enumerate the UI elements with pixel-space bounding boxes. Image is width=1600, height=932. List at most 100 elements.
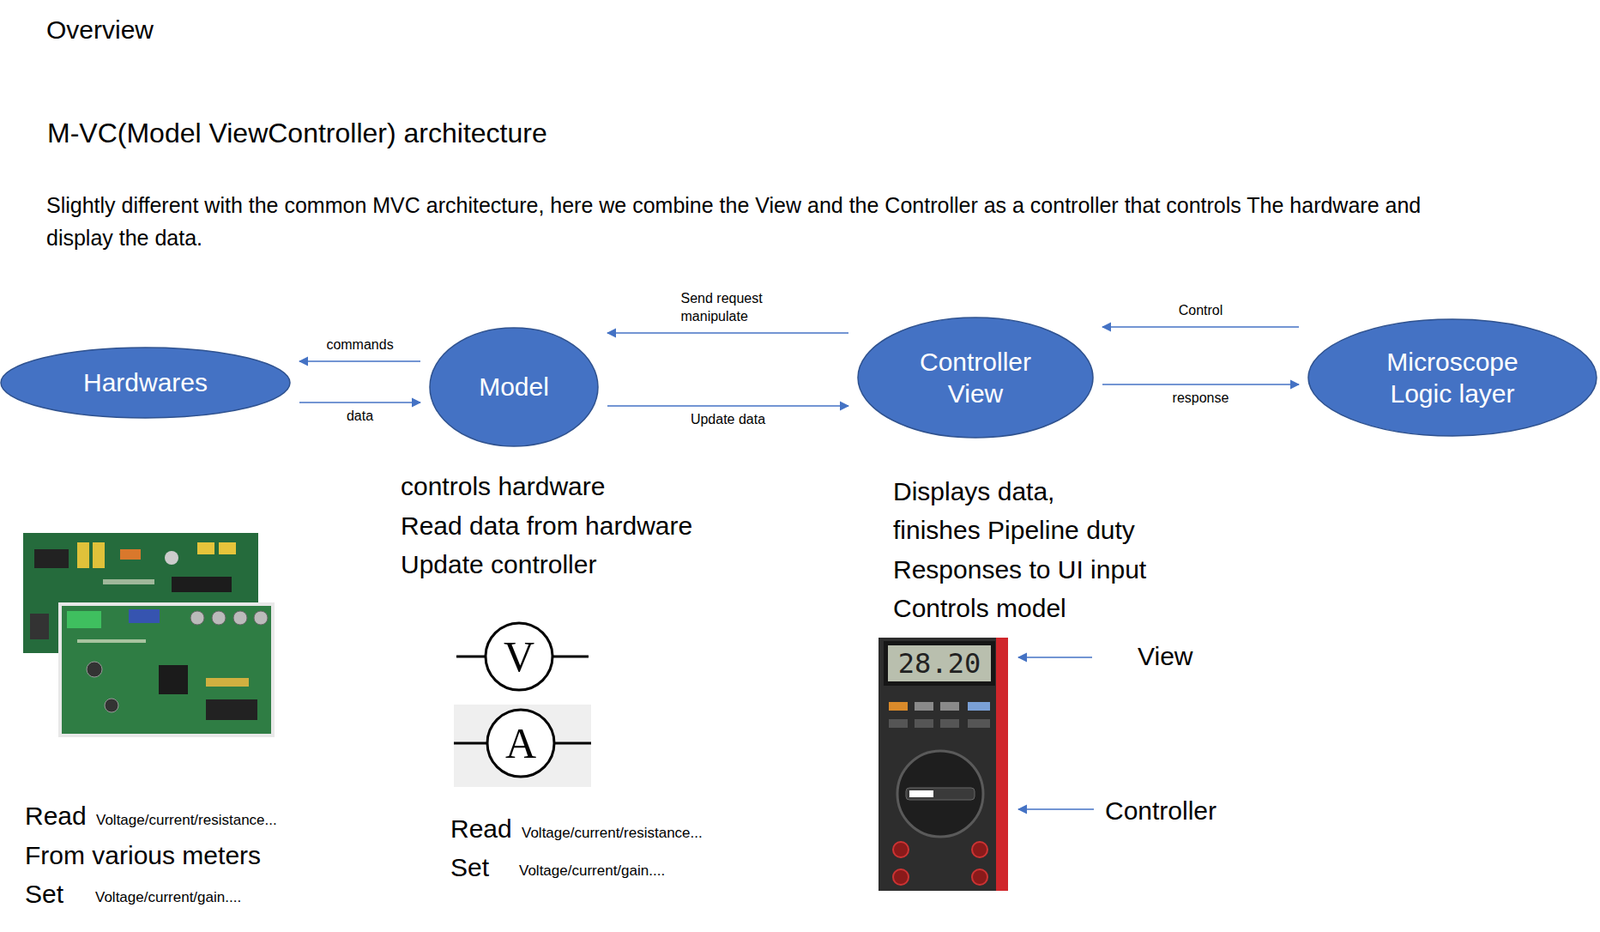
component xyxy=(205,677,249,687)
ellipse-shape xyxy=(429,327,598,447)
input-jack xyxy=(893,841,909,858)
ellipse-shape xyxy=(1308,319,1597,436)
button xyxy=(914,701,934,711)
controller-duty: finishes Pipeline duty xyxy=(893,514,1136,546)
node-label: Microscope Logic layer xyxy=(1373,345,1533,411)
meter-holster xyxy=(996,637,1009,891)
meter-circle xyxy=(487,709,555,777)
leader-arrow xyxy=(1018,808,1094,810)
controller-duty: Responses to UI input xyxy=(893,554,1147,586)
note: Read xyxy=(450,813,513,845)
part-name: View xyxy=(1137,640,1193,672)
chip xyxy=(171,576,232,592)
bnc-connector xyxy=(211,610,226,625)
meter-body xyxy=(878,637,1009,891)
connector-arrow xyxy=(1102,326,1299,327)
component xyxy=(120,549,141,560)
ellipse-outline xyxy=(857,316,1094,439)
subtitle: M-VC(Model ViewController) architecture xyxy=(47,116,548,150)
model-duty: controls hardware xyxy=(400,470,605,502)
ammeter-symbol xyxy=(453,704,592,787)
lcd-display xyxy=(887,645,991,682)
ellipse-node: Microscope Logic layer xyxy=(1307,318,1598,437)
chip xyxy=(34,549,69,568)
connector-arrow xyxy=(607,404,849,406)
ammeter-letter: A xyxy=(505,717,537,769)
capacitor xyxy=(104,698,119,713)
wire xyxy=(453,742,488,745)
note: Read xyxy=(24,800,87,832)
component xyxy=(218,542,236,555)
bnc-connector xyxy=(190,610,205,625)
button xyxy=(940,718,960,728)
capacitor xyxy=(86,661,103,677)
node-label: Hardwares xyxy=(83,366,208,399)
chip xyxy=(30,613,49,640)
button xyxy=(914,718,934,728)
symbol-ground xyxy=(453,704,592,787)
component xyxy=(92,542,105,568)
chip xyxy=(205,699,258,720)
edge-label: response xyxy=(1172,389,1230,408)
connector-arrow xyxy=(1102,383,1299,385)
component xyxy=(197,542,215,555)
bnc-connector xyxy=(253,610,268,625)
input-jack xyxy=(893,869,909,885)
note-detail: Voltage/current/resistance... xyxy=(521,824,703,842)
ellipse-outline xyxy=(1307,318,1598,437)
page-title: Overview xyxy=(46,14,154,46)
controller-duty: Controls model xyxy=(893,592,1067,624)
multimeter xyxy=(878,637,1009,891)
wire xyxy=(456,655,486,659)
input-jack xyxy=(972,841,988,858)
note-detail: Voltage/current/gain.... xyxy=(519,862,665,880)
button xyxy=(967,701,991,711)
wire xyxy=(552,655,589,659)
voltmeter-letter: V xyxy=(503,630,535,683)
node-text: Model xyxy=(478,370,550,404)
description: Slightly different with the common MVC a… xyxy=(46,189,1428,254)
button xyxy=(940,701,960,711)
part-name: Controller xyxy=(1104,795,1217,827)
voltmeter-symbol xyxy=(456,622,589,690)
button xyxy=(888,718,908,728)
button xyxy=(888,701,908,711)
note: From various meters xyxy=(24,839,261,871)
capacitor xyxy=(164,550,179,565)
leader-arrow xyxy=(1018,656,1093,658)
edge-label: commands xyxy=(326,336,393,355)
note: Set xyxy=(24,878,64,910)
ellipse-shape xyxy=(0,347,290,418)
node-label: Model xyxy=(478,370,550,404)
edge-label: data xyxy=(346,407,374,426)
note-detail: Voltage/current/gain.... xyxy=(95,888,242,906)
trace xyxy=(102,579,155,585)
bnc-connector xyxy=(233,610,248,625)
node-text: Microscope Logic layer xyxy=(1373,345,1533,411)
lcd-reading: 28.20 xyxy=(898,646,981,680)
connector-arrow xyxy=(299,360,421,362)
lcd-bezel xyxy=(883,640,996,686)
trace xyxy=(77,639,146,643)
node-text: Controller View xyxy=(902,345,1049,411)
controller-duty: Displays data, xyxy=(893,476,1055,508)
ellipse-shape xyxy=(857,317,1093,438)
board-2-edge xyxy=(58,602,275,737)
connector-arrow xyxy=(299,401,421,403)
input-jack xyxy=(972,869,988,885)
node-text: Hardwares xyxy=(83,366,208,399)
node-label: Controller View xyxy=(902,345,1049,411)
rotary-dial xyxy=(897,750,984,837)
button xyxy=(967,718,991,728)
wire xyxy=(554,742,592,745)
board-2 xyxy=(61,605,272,734)
edge-label: Send request manipulate xyxy=(681,289,776,327)
meter-circle xyxy=(485,622,553,690)
vga-connector xyxy=(128,609,160,623)
ellipse-node: Hardwares xyxy=(0,346,291,419)
dial-grip xyxy=(905,787,975,800)
ellipse-node: Controller View xyxy=(857,316,1094,439)
chip xyxy=(158,664,188,695)
connector-arrow xyxy=(607,332,849,333)
dial-pointer xyxy=(909,790,934,797)
